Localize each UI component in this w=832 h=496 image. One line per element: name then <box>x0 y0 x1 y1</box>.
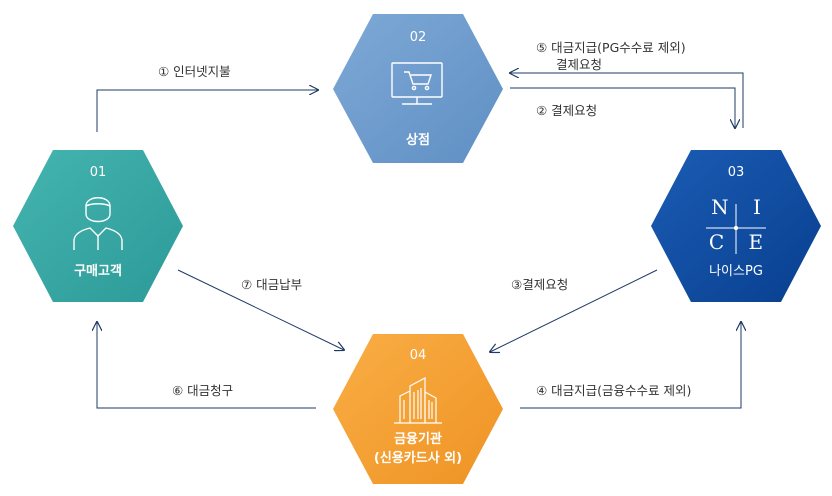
bank-label-line1: 금융기관 <box>394 432 442 447</box>
edge-7-payment <box>177 269 344 350</box>
edge-3-label: ③결제요청 <box>511 277 569 292</box>
store-label: 상점 <box>406 133 430 148</box>
edge-1-label: ① 인터넷지불 <box>158 64 231 79</box>
nice-logo-top: N I <box>711 195 761 219</box>
buildings-icon <box>394 377 442 424</box>
edge-6-billing <box>97 322 316 409</box>
edge-2-payment-request <box>510 87 735 128</box>
customer-number: 01 <box>89 165 107 180</box>
customer-hexagon <box>13 150 183 302</box>
nice-logo-bottom: C E <box>708 230 764 254</box>
store-node: 02 상점 <box>333 14 503 164</box>
store-monitor-icon <box>391 62 443 105</box>
person-icon <box>73 197 123 250</box>
edge-6-label: ⑥ 대금청구 <box>172 383 234 398</box>
edge-5-label-line2: 결제요청 <box>556 57 603 72</box>
pg-node: 03 N I C E 나이스PG <box>651 150 821 302</box>
bank-number: 04 <box>409 348 427 363</box>
edge-5-settlement <box>510 73 744 128</box>
customer-node: 01 구매고객 <box>13 150 183 302</box>
store-number: 02 <box>409 30 427 45</box>
pg-number: 03 <box>727 165 745 180</box>
store-hexagon <box>333 14 503 163</box>
edge-7-label: ⑦ 대금납부 <box>241 277 303 292</box>
pg-label: 나이스PG <box>709 264 763 279</box>
bank-label-line2: (신용카드사 외) <box>373 451 463 466</box>
edge-2-label: ② 결제요청 <box>536 103 598 118</box>
edge-1-internet-payment <box>96 90 318 132</box>
edge-4-payout <box>520 322 741 409</box>
edge-5-label-line1: ⑤ 대금지급(PG수수료 제외) <box>536 40 686 55</box>
edge-4-label: ④ 대금지급(금융수수료 제외) <box>536 383 692 398</box>
nice-logo-sparkle <box>733 225 739 231</box>
customer-label: 구매고객 <box>74 264 122 279</box>
edge-3-payment-request <box>490 269 658 352</box>
bank-node: 04 금융기관 (신용카드사 외) <box>333 334 503 484</box>
